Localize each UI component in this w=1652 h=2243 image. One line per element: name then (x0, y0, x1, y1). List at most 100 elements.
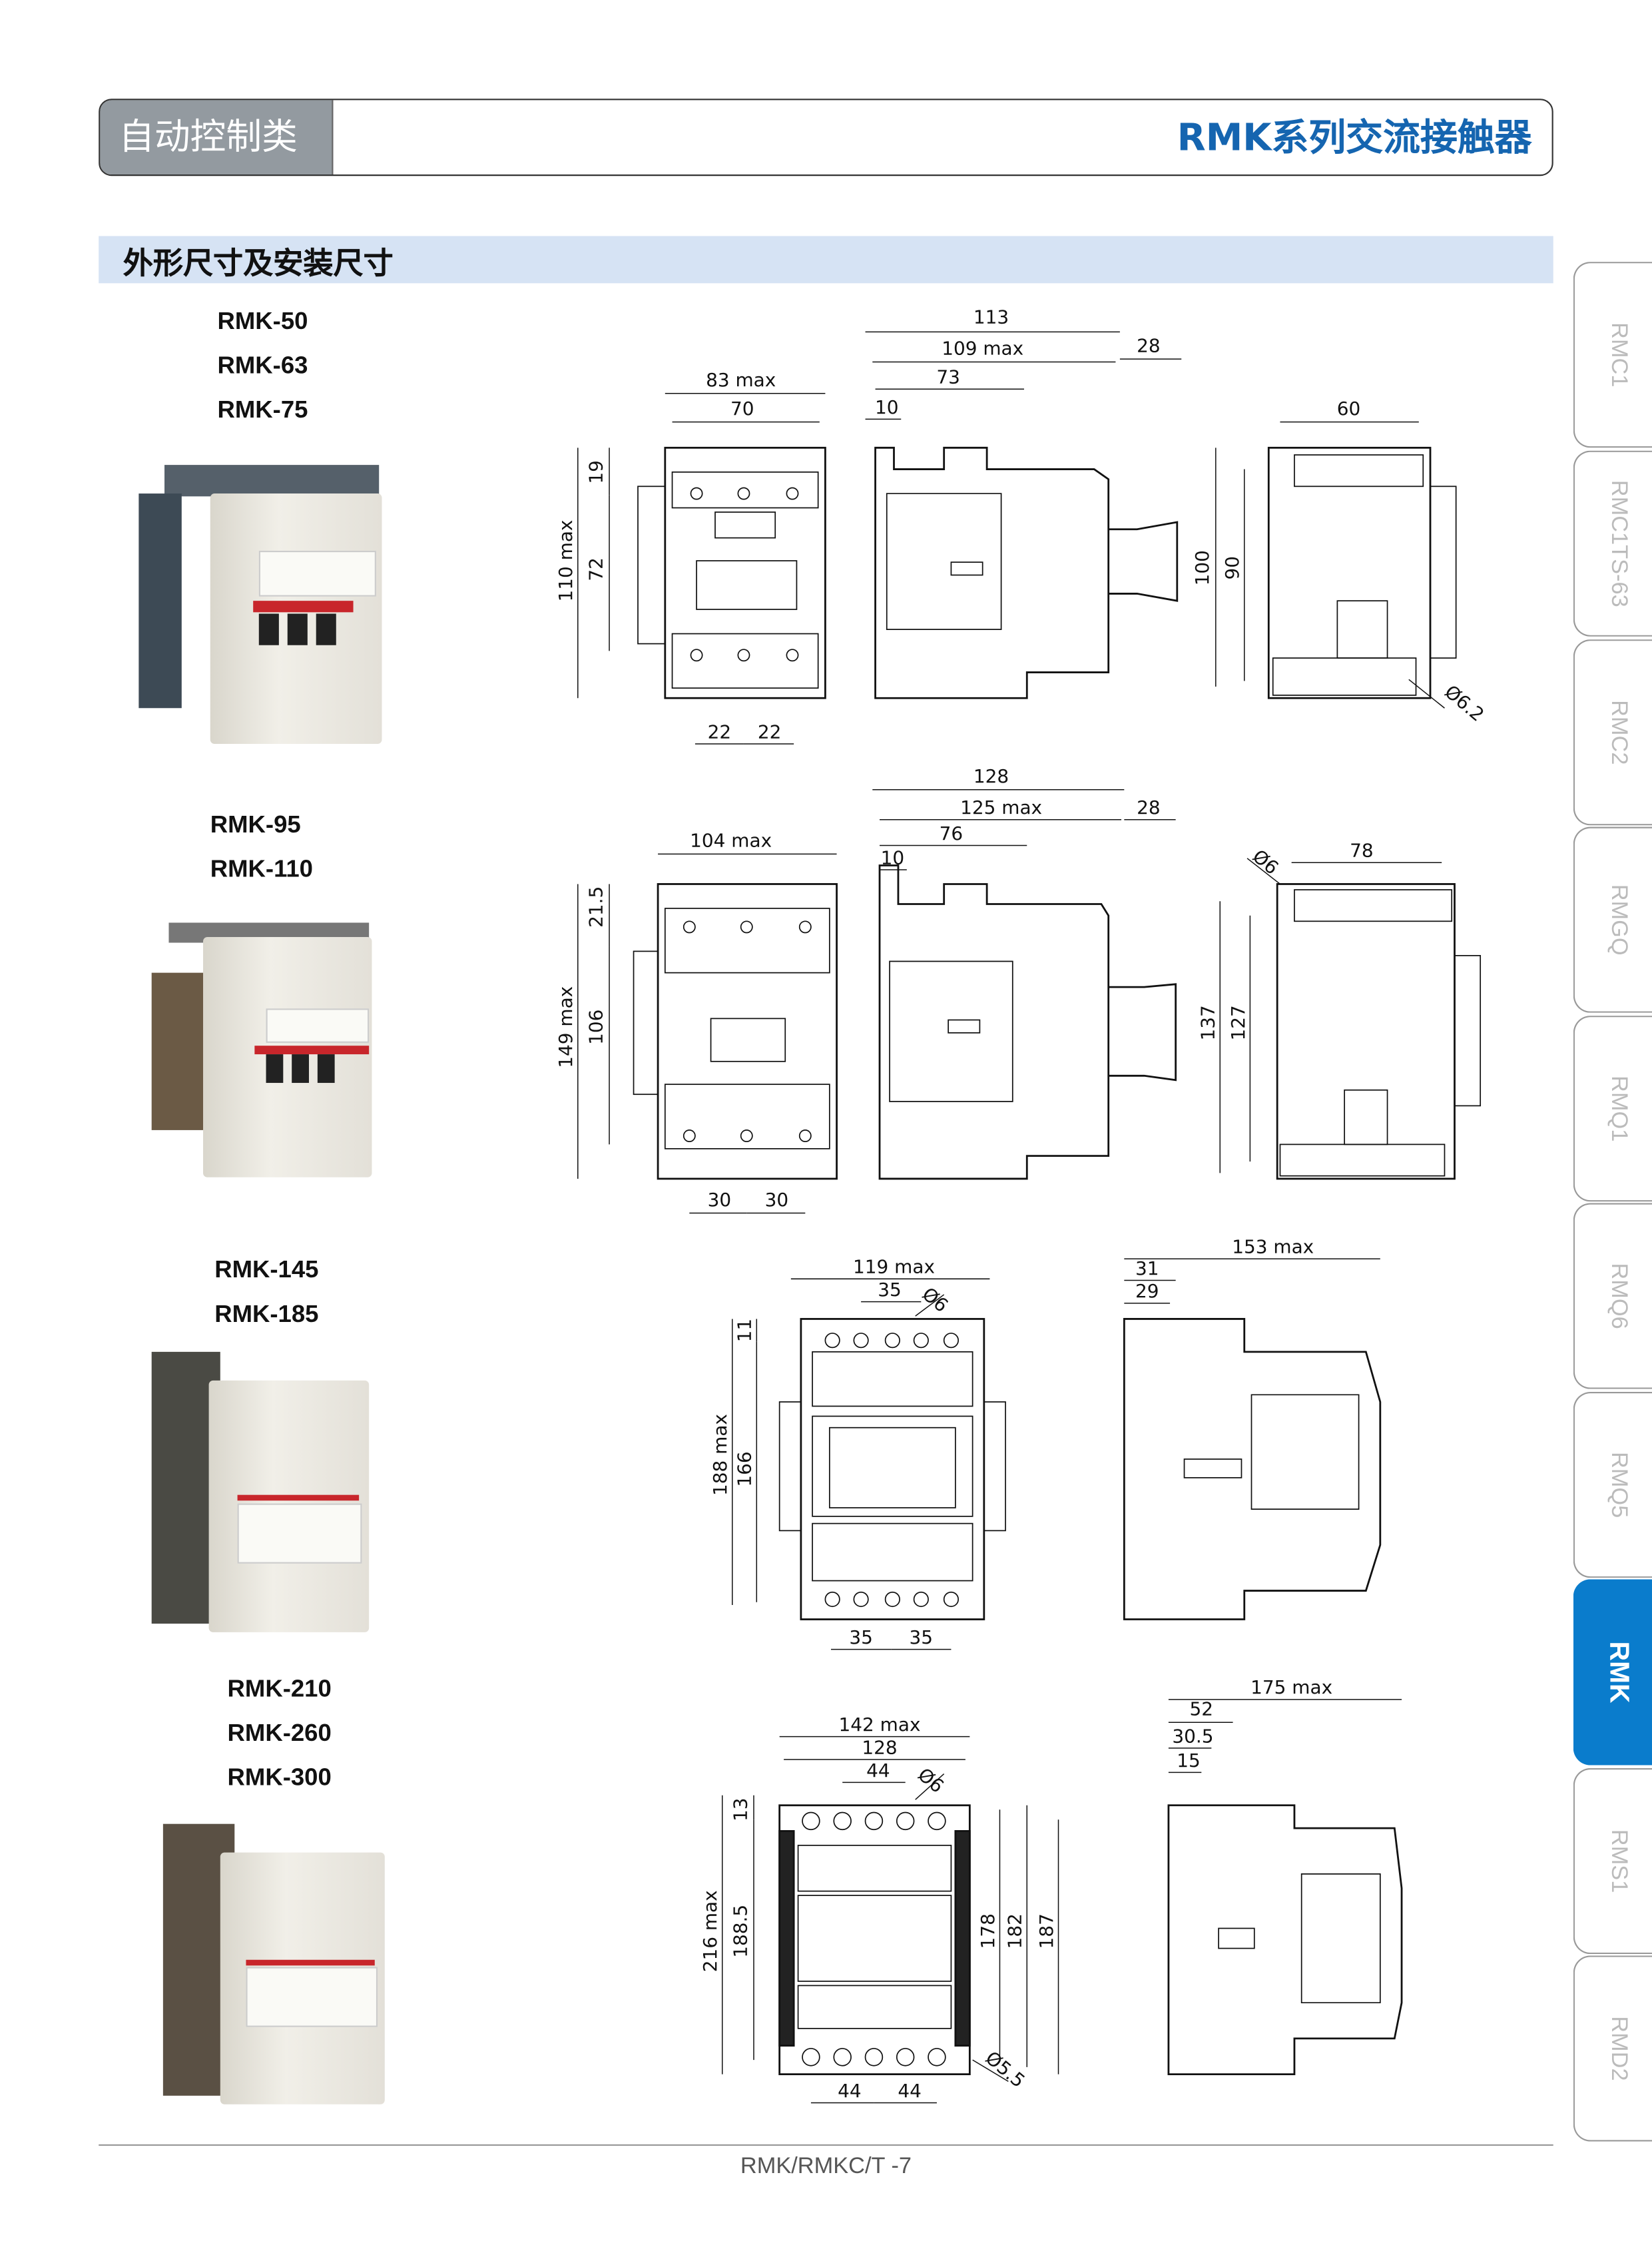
side-tab-rms1[interactable]: RMS1 (1573, 1767, 1652, 1955)
product-photo-rmk-145 (151, 1351, 378, 1632)
side-tab-rmq5[interactable]: RMQ5 (1573, 1392, 1652, 1578)
model-label: RMK-300 (227, 1763, 332, 1791)
tab-label: RMQ1 (1606, 1076, 1631, 1142)
dimension-label: 28 (1137, 797, 1161, 818)
page-number: RMK/RMKC/T -7 (740, 2154, 912, 2179)
front-view-rmk-95 (633, 883, 838, 1180)
dimension-label: 216 max (699, 1890, 721, 1972)
dimension-label: Ø6.2 (1440, 681, 1488, 726)
side-view-rmk-145 (1123, 1318, 1382, 1620)
dimension-line (1408, 679, 1445, 709)
dimension-label: 73 (936, 366, 960, 388)
tab-label: RMC2 (1606, 700, 1631, 765)
dimension-label: 44 (898, 2080, 922, 2102)
footer-divider (99, 2144, 1553, 2146)
dimension-label: 10 (875, 396, 899, 418)
section-title: 外形尺寸及安装尺寸 (123, 246, 394, 281)
dimension-label: 13 (729, 1797, 751, 1821)
model-label: RMK-260 (227, 1719, 332, 1747)
page-title: RMK系列交流接触器 (1177, 117, 1532, 160)
dimension-label: 30 (765, 1189, 789, 1211)
side-tab-rmq6[interactable]: RMQ6 (1573, 1203, 1652, 1389)
model-label: RMK-110 (210, 855, 314, 883)
dimension-label: Ø6 (918, 1283, 953, 1317)
dimension-label: 70 (730, 398, 754, 420)
dimension-label: 83 max (706, 369, 776, 391)
dimension-label: 60 (1337, 398, 1361, 420)
dimension-label: 31 (1135, 1257, 1159, 1279)
dimension-label: 187 (1035, 1913, 1057, 1949)
dimension-label: 19 (585, 460, 607, 484)
dimension-label: 182 (1004, 1913, 1026, 1949)
front-view-rmk-145 (778, 1318, 1006, 1620)
dimension-label: Ø6 (914, 1763, 948, 1797)
dimension-label: 22 (758, 721, 782, 743)
dimension-label: 142 max (839, 1714, 921, 1736)
category-label: 自动控制类 (100, 100, 334, 175)
dimension-label: 149 max (555, 986, 577, 1068)
dimension-label: 72 (585, 557, 607, 581)
dimension-label: 113 (973, 306, 1009, 328)
dimension-label: 188 max (709, 1414, 731, 1496)
side-view-rmk-50 (874, 446, 1179, 699)
dimension-label: 35 (849, 1626, 873, 1648)
dimension-label: 44 (838, 2080, 862, 2102)
side-tab-rmc1ts-63[interactable]: RMC1TS-63 (1573, 450, 1652, 637)
side-tab-rmk[interactable]: RMK (1573, 1579, 1652, 1765)
side-tab-rmc2[interactable]: RMC2 (1573, 639, 1652, 826)
tab-label: RMS1 (1606, 1829, 1631, 1893)
dimension-label: 128 (973, 765, 1009, 787)
side-tab-rmc1[interactable]: RMC1 (1573, 262, 1652, 448)
dimension-label: 104 max (690, 830, 772, 852)
tab-label: RMQ5 (1606, 1451, 1631, 1518)
dimension-label: 188.5 (729, 1905, 751, 1958)
back-view-rmk-95 (1276, 883, 1482, 1180)
model-label: RMK-75 (217, 396, 308, 424)
dimension-label: 137 (1197, 1005, 1219, 1040)
model-label: RMK-95 (210, 810, 301, 838)
dimension-label: 125 max (960, 797, 1042, 818)
dimension-label: 128 (862, 1736, 897, 1758)
dimension-label: 78 (1350, 840, 1374, 862)
dimension-label: 153 max (1232, 1236, 1314, 1258)
page-header: 自动控制类 RMK系列交流接触器 (99, 99, 1553, 176)
product-photo-rmk-210 (162, 1823, 392, 2104)
dimension-label: 11 (734, 1319, 756, 1343)
model-label: RMK-185 (214, 1300, 319, 1328)
side-tab-rmd2[interactable]: RMD2 (1573, 1955, 1652, 2142)
side-tab-rmq1[interactable]: RMQ1 (1573, 1016, 1652, 1202)
dimension-label: 29 (1135, 1280, 1159, 1302)
dimension-label: 178 (977, 1913, 999, 1949)
model-label: RMK-145 (214, 1255, 319, 1283)
dimension-label: 30.5 (1172, 1725, 1213, 1747)
dimension-label: 90 (1221, 556, 1243, 580)
side-view-rmk-95 (878, 864, 1177, 1180)
tab-label: RMGQ (1606, 884, 1631, 956)
dimension-label: 21.5 (585, 886, 607, 928)
dimension-line (972, 2059, 1009, 2082)
front-view-rmk-210 (778, 1804, 971, 2075)
dimension-label: 166 (734, 1451, 756, 1486)
product-photo-rmk-50 (138, 465, 389, 745)
dimension-label: 35 (878, 1279, 902, 1301)
side-tab-rmgq[interactable]: RMGQ (1573, 826, 1652, 1013)
dimension-label: 175 max (1250, 1676, 1332, 1698)
dimension-label: 52 (1190, 1698, 1214, 1720)
dimension-label: 22 (708, 721, 732, 743)
dimension-label: Ø5.5 (981, 2047, 1029, 2092)
back-view-rmk-50 (1267, 446, 1457, 699)
tab-label: RMK (1603, 1641, 1634, 1704)
dimension-label: 35 (910, 1626, 934, 1648)
model-label: RMK-63 (217, 352, 308, 380)
dimension-label: 106 (585, 1010, 607, 1045)
product-photo-rmk-95 (151, 922, 374, 1177)
dimension-label: 15 (1177, 1750, 1201, 1771)
dimension-line (915, 1773, 945, 1800)
dimension-label: 109 max (942, 338, 1023, 360)
dimension-label: 44 (866, 1760, 890, 1781)
tab-label: RMD2 (1606, 2016, 1631, 2081)
dimension-label: 119 max (853, 1256, 935, 1278)
dimension-label: 110 max (555, 520, 577, 602)
